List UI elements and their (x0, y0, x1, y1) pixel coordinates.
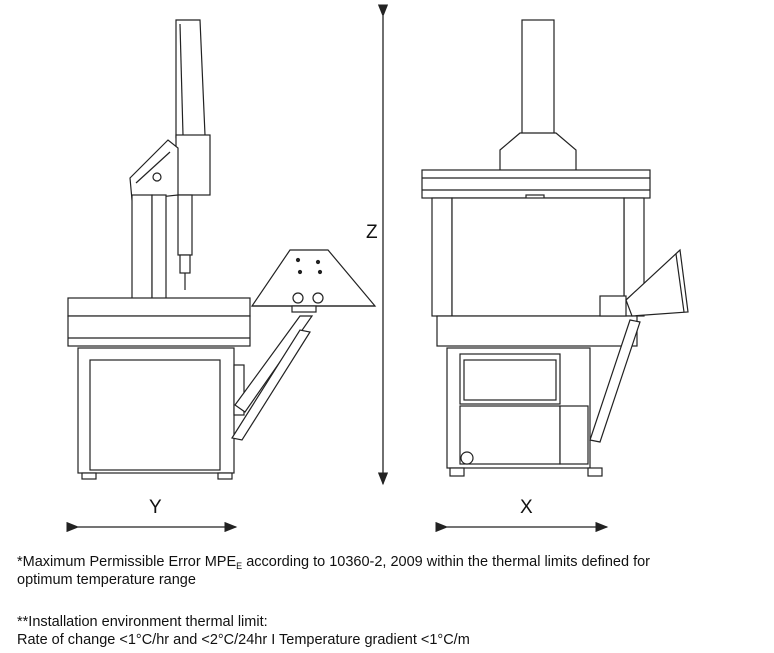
install-note-line: Rate of change <1°C/hr and <2°C/24hr I T… (17, 632, 470, 648)
cmm-machine-diagram (66, 4, 689, 533)
mpe-suffix: according to 10360-2, 2009 within the th… (242, 554, 651, 570)
mpe-subscript: E (236, 561, 243, 571)
y-axis-label: Y (149, 497, 162, 518)
x-axis-label: X (520, 497, 533, 518)
z-axis-label: Z (366, 222, 378, 243)
install-note-title: **Installation environment thermal limit… (17, 614, 268, 630)
mpe-note-line2: optimum temperature range (17, 572, 196, 588)
mpe-note-line1: *Maximum Permissible Error MPEE accordin… (17, 553, 650, 575)
mpe-prefix: *Maximum Permissible Error MPE (17, 554, 237, 570)
front-view-machine (421, 19, 689, 477)
side-view-machine (67, 19, 377, 480)
